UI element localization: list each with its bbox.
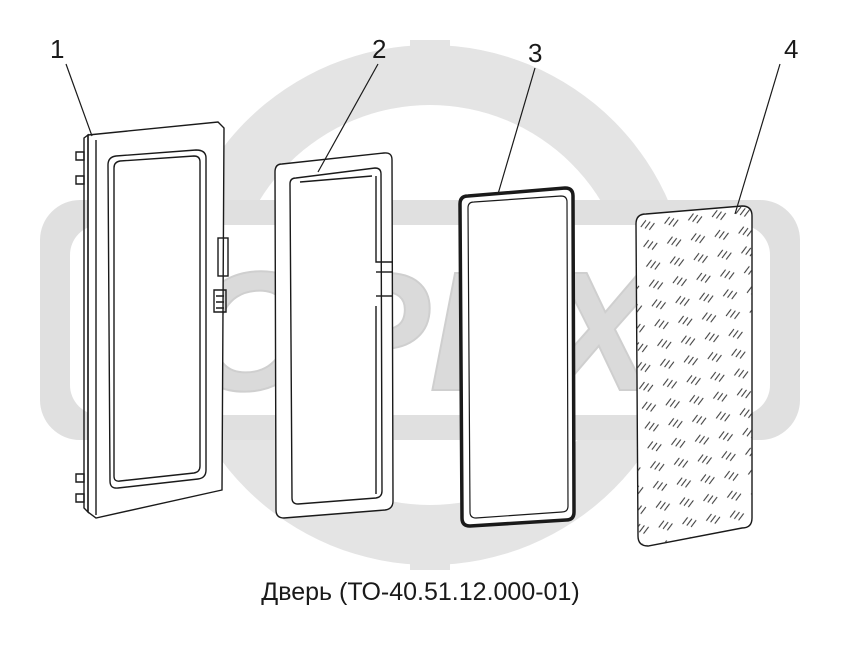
part-door-frame <box>75 121 229 519</box>
leader-line-1 <box>65 63 93 137</box>
watermark-text: OPEX <box>184 237 665 427</box>
callout-2: 2 <box>372 34 387 64</box>
diagram-caption: Дверь (ТО-40.51.12.000-01) <box>261 578 580 606</box>
callout-1: 1 <box>50 34 65 64</box>
leader-lines <box>65 63 781 215</box>
leader-line-2 <box>317 63 379 173</box>
part-glass-pane <box>635 205 753 547</box>
leader-line-4 <box>734 63 781 215</box>
callout-3: 3 <box>528 38 543 68</box>
part-rubber-seal <box>458 186 576 528</box>
leader-line-3 <box>497 67 536 195</box>
part-seal-frame <box>274 152 394 519</box>
callout-4: 4 <box>784 34 799 64</box>
